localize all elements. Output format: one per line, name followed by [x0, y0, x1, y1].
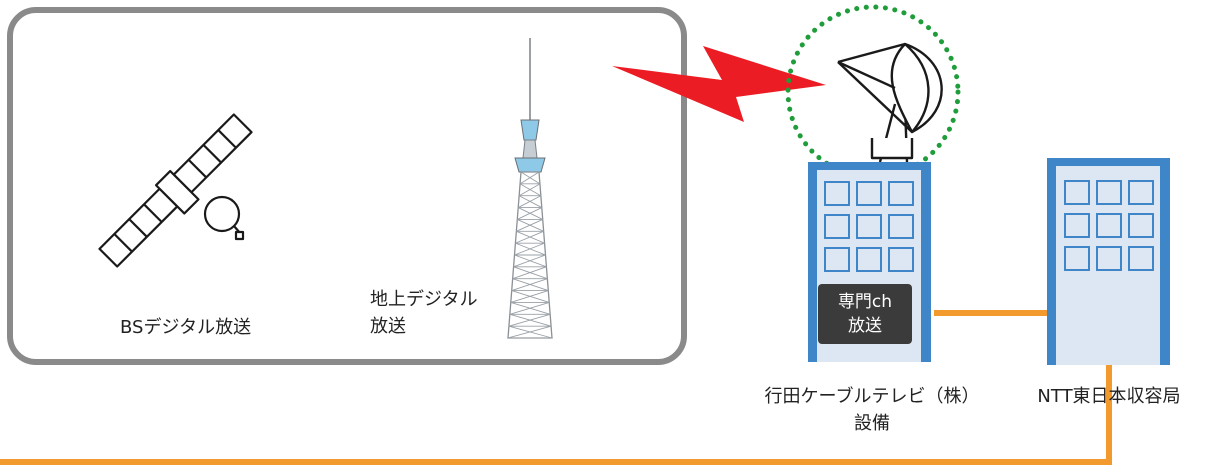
fiber-cable — [0, 310, 1112, 465]
specialty-channel-badge: 専門ch 放送 — [818, 284, 912, 344]
satellite-icon — [98, 113, 253, 268]
badge-line-2: 放送 — [848, 316, 882, 336]
tower-brace — [511, 278, 548, 291]
building-window — [888, 214, 914, 239]
tower-brace — [508, 313, 551, 327]
building-window — [824, 181, 850, 206]
cable-station-label-line-1: 行田ケーブルテレビ（株） — [764, 386, 980, 407]
tower-brace — [509, 301, 550, 315]
building-window — [856, 181, 882, 206]
badge-line-1: 専門ch — [837, 292, 893, 312]
building-window — [1128, 213, 1154, 238]
building-window — [888, 181, 914, 206]
building-window — [1064, 213, 1090, 238]
building-window — [1096, 213, 1122, 238]
building-window — [1096, 246, 1122, 271]
satellite-dish-icon — [837, 42, 943, 163]
building-window — [824, 214, 850, 239]
tower-brace — [515, 230, 544, 244]
cable-station-label-line-2: 設備 — [854, 413, 890, 434]
tv-tower-icon — [507, 38, 553, 339]
building-window — [824, 247, 850, 272]
ntt-building-icon — [1047, 158, 1170, 365]
building-window — [856, 247, 882, 272]
bs-broadcast-label: BSデジタル放送 — [120, 317, 252, 338]
tower-brace — [520, 171, 541, 185]
tower-brace — [514, 242, 545, 256]
tower-brace — [519, 183, 542, 197]
building-window — [1128, 180, 1154, 205]
tower-brace — [517, 207, 542, 220]
building-window — [1096, 180, 1122, 205]
tower-brace — [513, 254, 546, 268]
building-window — [888, 247, 914, 272]
tower-brace — [519, 171, 540, 185]
building-window — [1064, 180, 1090, 205]
wireless-signal-icon — [612, 46, 826, 122]
broadcast-sources-frame — [7, 7, 687, 365]
building-window — [856, 214, 882, 239]
building-window — [1128, 246, 1154, 271]
tower-brace — [512, 266, 547, 280]
terrestrial-label-line-1: 地上デジタル — [370, 289, 478, 310]
tower-brace — [518, 183, 541, 197]
tower-brace — [516, 219, 543, 232]
building-window — [1064, 246, 1090, 271]
tower-brace — [510, 290, 549, 303]
tower-brace — [507, 325, 552, 339]
terrestrial-label-line-2: 放送 — [370, 316, 406, 337]
ntt-office-label: NTT東日本収容局 — [1037, 386, 1181, 407]
tower-brace — [518, 195, 542, 208]
